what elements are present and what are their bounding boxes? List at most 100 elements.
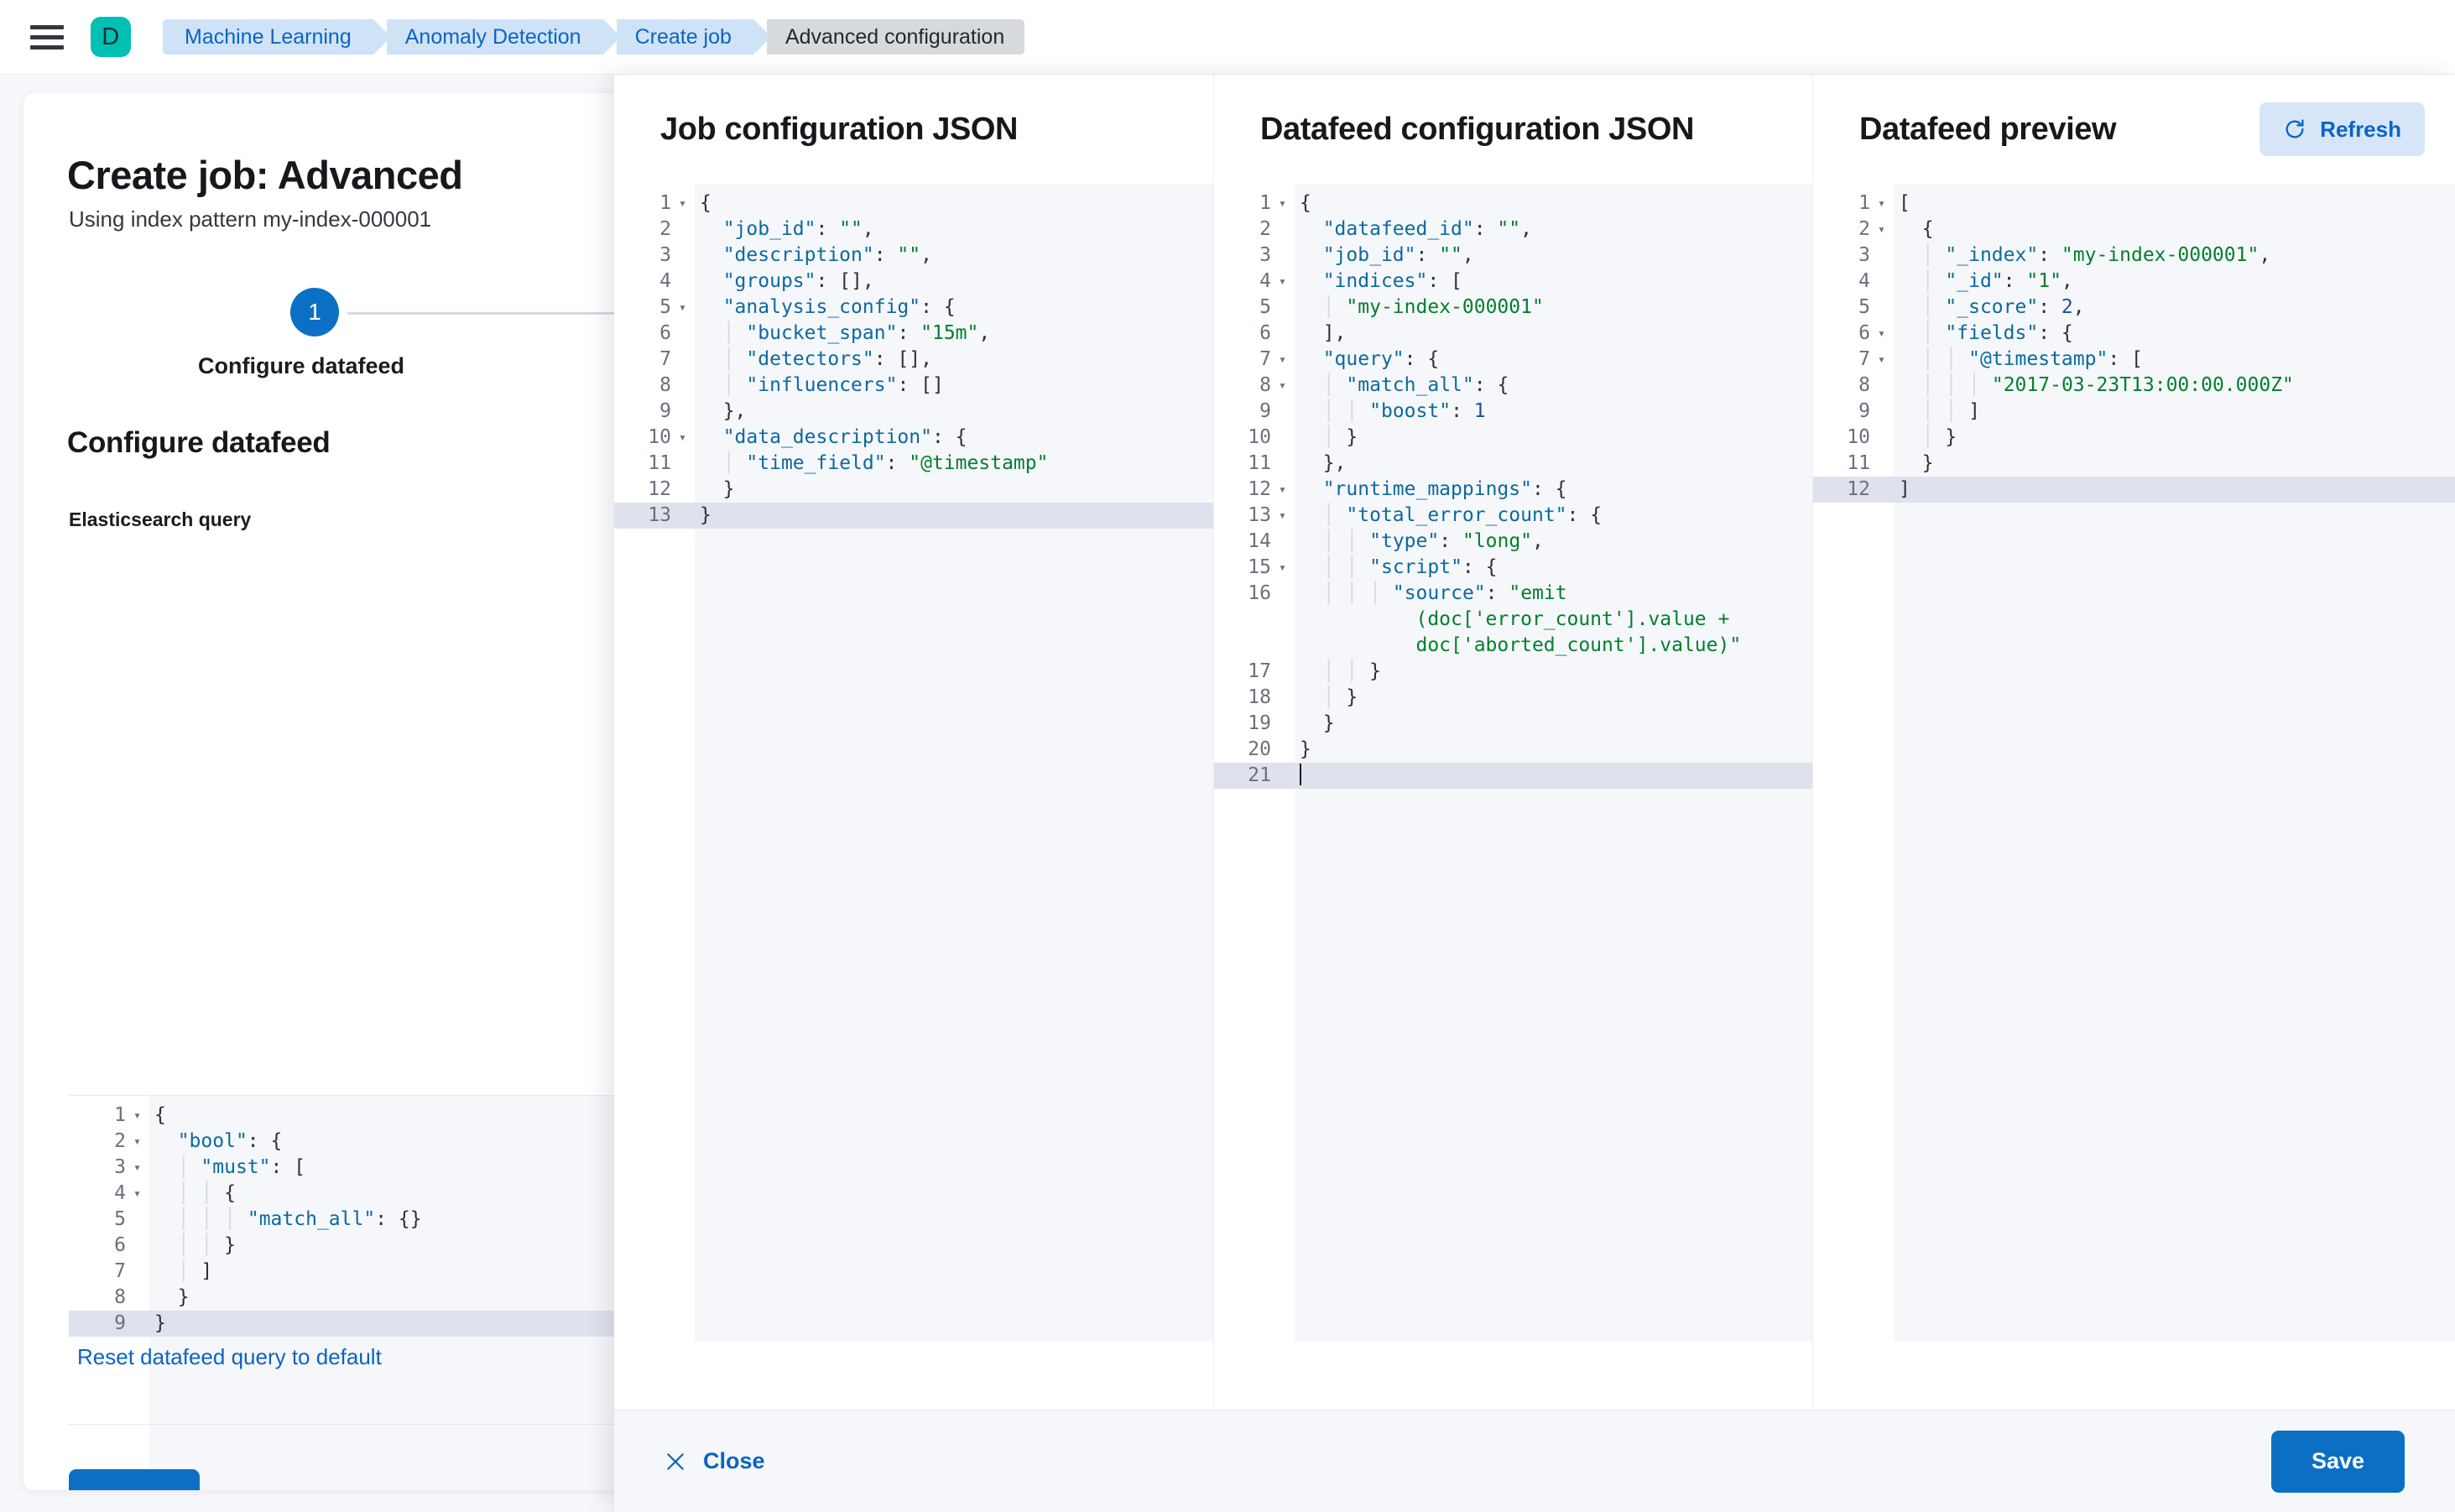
code-line: "datafeed_id": "", xyxy=(1295,216,1812,242)
flyout-footer: Close Save xyxy=(614,1410,2455,1512)
code-line: │ } xyxy=(1894,425,2455,451)
next-button[interactable]: Next › xyxy=(69,1469,200,1490)
breadcrumb: Machine Learning Anomaly Detection Create … xyxy=(163,19,1038,55)
fold-arrow-icon[interactable]: ▾ xyxy=(1276,373,1286,399)
fold-arrow-icon[interactable]: ▾ xyxy=(131,1181,141,1207)
code-line: "query": { xyxy=(1295,347,1812,373)
fold-arrow-icon[interactable]: ▾ xyxy=(131,1129,141,1155)
fold-arrow-icon[interactable]: ▾ xyxy=(131,1155,141,1181)
edit-json-link[interactable]: Edit JSON xyxy=(326,1487,436,1490)
code-line: "description": "", xyxy=(695,242,1213,269)
fold-arrow-icon[interactable]: ▾ xyxy=(1875,321,1885,347)
save-button[interactable]: Save xyxy=(2271,1431,2405,1493)
line-number: 20 xyxy=(1214,737,1295,763)
breadcrumb-item-1[interactable]: Anomaly Detection xyxy=(387,19,603,55)
line-number: 15▾ xyxy=(1214,555,1295,581)
line-number: 5▾ xyxy=(614,295,695,321)
breadcrumb-item-0[interactable]: Machine Learning xyxy=(163,19,373,55)
line-number: 21 xyxy=(1214,763,1295,789)
fold-arrow-icon[interactable]: ▾ xyxy=(131,1103,141,1129)
code-line: "analysis_config": { xyxy=(695,295,1213,321)
space-avatar[interactable]: D xyxy=(91,17,131,57)
code-line: │ "_id": "1", xyxy=(1894,269,2455,295)
advanced-configuration-flyout: Job configuration JSON 1▾2345▾678910▾111… xyxy=(614,75,2455,1512)
datafeed-configuration-column: Datafeed configuration JSON 1▾234▾567▾8▾… xyxy=(1213,75,1812,1410)
code-line: } xyxy=(695,503,1213,529)
line-number: 6▾ xyxy=(1813,321,1894,347)
code-line: │ } xyxy=(1295,425,1812,451)
next-button-label: Next xyxy=(97,1488,147,1491)
fold-arrow-icon[interactable]: ▾ xyxy=(1875,347,1885,373)
breadcrumb-item-3[interactable]: Advanced configuration xyxy=(767,19,1024,55)
line-number: 9 xyxy=(1214,399,1295,425)
refresh-button[interactable]: Refresh xyxy=(2260,102,2425,156)
code-line: │ │ "script": { xyxy=(1295,555,1812,581)
line-number: 4▾ xyxy=(69,1181,149,1207)
fold-arrow-icon[interactable]: ▾ xyxy=(1276,477,1286,503)
fold-arrow-icon[interactable]: ▾ xyxy=(676,425,686,451)
fold-arrow-icon[interactable]: ▾ xyxy=(1276,190,1286,216)
code-line: │ │ } xyxy=(1295,659,1812,685)
code-line: │ "my-index-000001" xyxy=(1295,295,1812,321)
hamburger-menu-icon[interactable] xyxy=(30,23,64,51)
line-number-gutter: 1▾2▾3456▾7▾89101112 xyxy=(1813,184,1894,1342)
refresh-icon xyxy=(2283,117,2306,141)
line-number: 2▾ xyxy=(1813,216,1894,242)
line-number: 10▾ xyxy=(614,425,695,451)
code-area[interactable]: { "datafeed_id": "", "job_id": "", "indi… xyxy=(1295,184,1812,1342)
fold-arrow-icon[interactable]: ▾ xyxy=(676,295,686,321)
line-number: 6 xyxy=(69,1233,149,1259)
fold-arrow-icon[interactable]: ▾ xyxy=(1276,555,1286,581)
code-line: }, xyxy=(695,399,1213,425)
datafeed-configuration-editor[interactable]: 1▾234▾567▾8▾9101112▾13▾1415▾161718192021… xyxy=(1214,184,1812,1342)
code-line: }, xyxy=(1295,451,1812,477)
line-number-gutter: 1▾2345▾678910▾111213 xyxy=(614,184,695,1342)
code-line: │ │ "@timestamp": [ xyxy=(1894,347,2455,373)
breadcrumb-item-2[interactable]: Create job xyxy=(617,19,753,55)
datafeed-preview-title: Datafeed preview xyxy=(1859,112,2116,148)
job-configuration-editor[interactable]: 1▾2345▾678910▾111213 { "job_id": "", "de… xyxy=(614,184,1213,1342)
line-number: 12▾ xyxy=(1214,477,1295,503)
code-line: [ xyxy=(1894,190,2455,216)
line-number: 11 xyxy=(1214,451,1295,477)
datafeed-preview-editor[interactable]: 1▾2▾3456▾7▾89101112 [ { │ "_index": "my-… xyxy=(1813,184,2455,1342)
code-line: } xyxy=(1894,451,2455,477)
line-number: 9 xyxy=(614,399,695,425)
line-number: 8 xyxy=(69,1285,149,1311)
code-line: │ "_index": "my-index-000001", xyxy=(1894,242,2455,269)
line-number: 8 xyxy=(1813,373,1894,399)
datafeed-preview-column: Datafeed preview Refresh 1▾2▾3456▾7▾8910… xyxy=(1812,75,2455,1410)
job-configuration-header: Job configuration JSON xyxy=(614,75,1213,184)
line-number: 8 xyxy=(614,373,695,399)
line-number: 16 xyxy=(1214,581,1295,659)
line-number: 4▾ xyxy=(1214,269,1295,295)
code-line: "data_description": { xyxy=(695,425,1213,451)
fold-arrow-icon[interactable]: ▾ xyxy=(1875,216,1885,242)
top-chrome-bar: D Machine Learning Anomaly Detection Creat… xyxy=(0,0,2455,75)
fold-arrow-icon[interactable]: ▾ xyxy=(676,190,686,216)
line-number: 18 xyxy=(1214,685,1295,711)
code-line: "job_id": "", xyxy=(695,216,1213,242)
fold-arrow-icon[interactable]: ▾ xyxy=(1276,269,1286,295)
code-area[interactable]: { "job_id": "", "description": "", "grou… xyxy=(695,184,1213,1342)
job-configuration-title: Job configuration JSON xyxy=(660,112,1018,148)
reset-datafeed-query-link[interactable]: Reset datafeed query to default xyxy=(77,1344,382,1370)
code-line: │ │ │ "source": "emit (doc['error_count'… xyxy=(1295,581,1812,659)
code-line: │ } xyxy=(1295,685,1812,711)
job-configuration-column: Job configuration JSON 1▾2345▾678910▾111… xyxy=(614,75,1213,1410)
code-area[interactable]: [ { │ "_index": "my-index-000001", │ "_i… xyxy=(1894,184,2455,1342)
close-x-icon xyxy=(665,1451,686,1473)
datafeed-preview-header: Datafeed preview Refresh xyxy=(1813,75,2455,184)
line-number: 12 xyxy=(614,477,695,503)
close-button-label: Close xyxy=(703,1448,765,1474)
line-number: 7▾ xyxy=(1214,347,1295,373)
hamburger-bar xyxy=(30,35,64,39)
fold-arrow-icon[interactable]: ▾ xyxy=(1276,347,1286,373)
code-line: "job_id": "", xyxy=(1295,242,1812,269)
fold-arrow-icon[interactable]: ▾ xyxy=(1276,503,1286,529)
stepper-step-1[interactable]: 1 xyxy=(290,288,339,336)
fold-arrow-icon[interactable]: ▾ xyxy=(1875,190,1885,216)
close-button[interactable]: Close xyxy=(665,1448,765,1474)
line-number: 1▾ xyxy=(614,190,695,216)
line-number: 3 xyxy=(1214,242,1295,269)
